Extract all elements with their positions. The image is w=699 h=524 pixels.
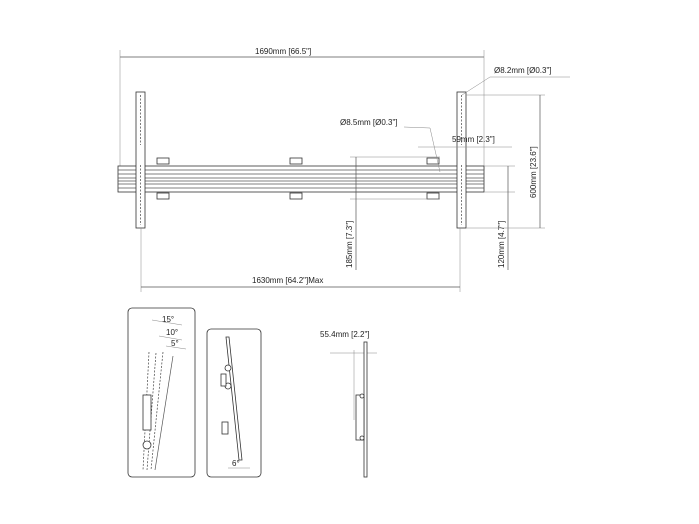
- side-view-panel: 6°: [206, 328, 262, 478]
- left-vertical-rail: [135, 91, 146, 229]
- height-120-label: 120mm [4.7"]: [497, 221, 506, 268]
- side-angle-label: 6°: [232, 459, 240, 468]
- tilt-5-label: 5°: [171, 339, 179, 348]
- tilt-10-label: 10°: [166, 328, 178, 337]
- depth-view: 55.4mm [2.2"]: [320, 330, 377, 478]
- rail-hole-label: Ø8.2mm [Ø0.3"]: [494, 66, 552, 75]
- bracket-hole-label: Ø8.5mm [Ø0.3"]: [340, 118, 398, 127]
- height-600-label: 600mm [23.6"]: [529, 146, 538, 198]
- overall-width-label: 1690mm [66.5"]: [255, 47, 311, 56]
- wall-brackets: [156, 157, 440, 200]
- rail-span-label: 1630mm [64.2"]Max: [252, 276, 323, 285]
- horizontal-rail: [117, 165, 485, 193]
- height-185-label: 185mm [7.3"]: [345, 221, 354, 268]
- depth-label: 55.4mm [2.2"]: [320, 330, 370, 339]
- overall-width-dimension: 1690mm [66.5"]: [119, 47, 485, 170]
- right-vertical-rail: [456, 91, 467, 229]
- offset-label: 59mm [2.3"]: [452, 135, 495, 144]
- tilt-view-panel: 15° 10° 5°: [127, 307, 196, 478]
- tilt-15-label: 15°: [162, 315, 174, 324]
